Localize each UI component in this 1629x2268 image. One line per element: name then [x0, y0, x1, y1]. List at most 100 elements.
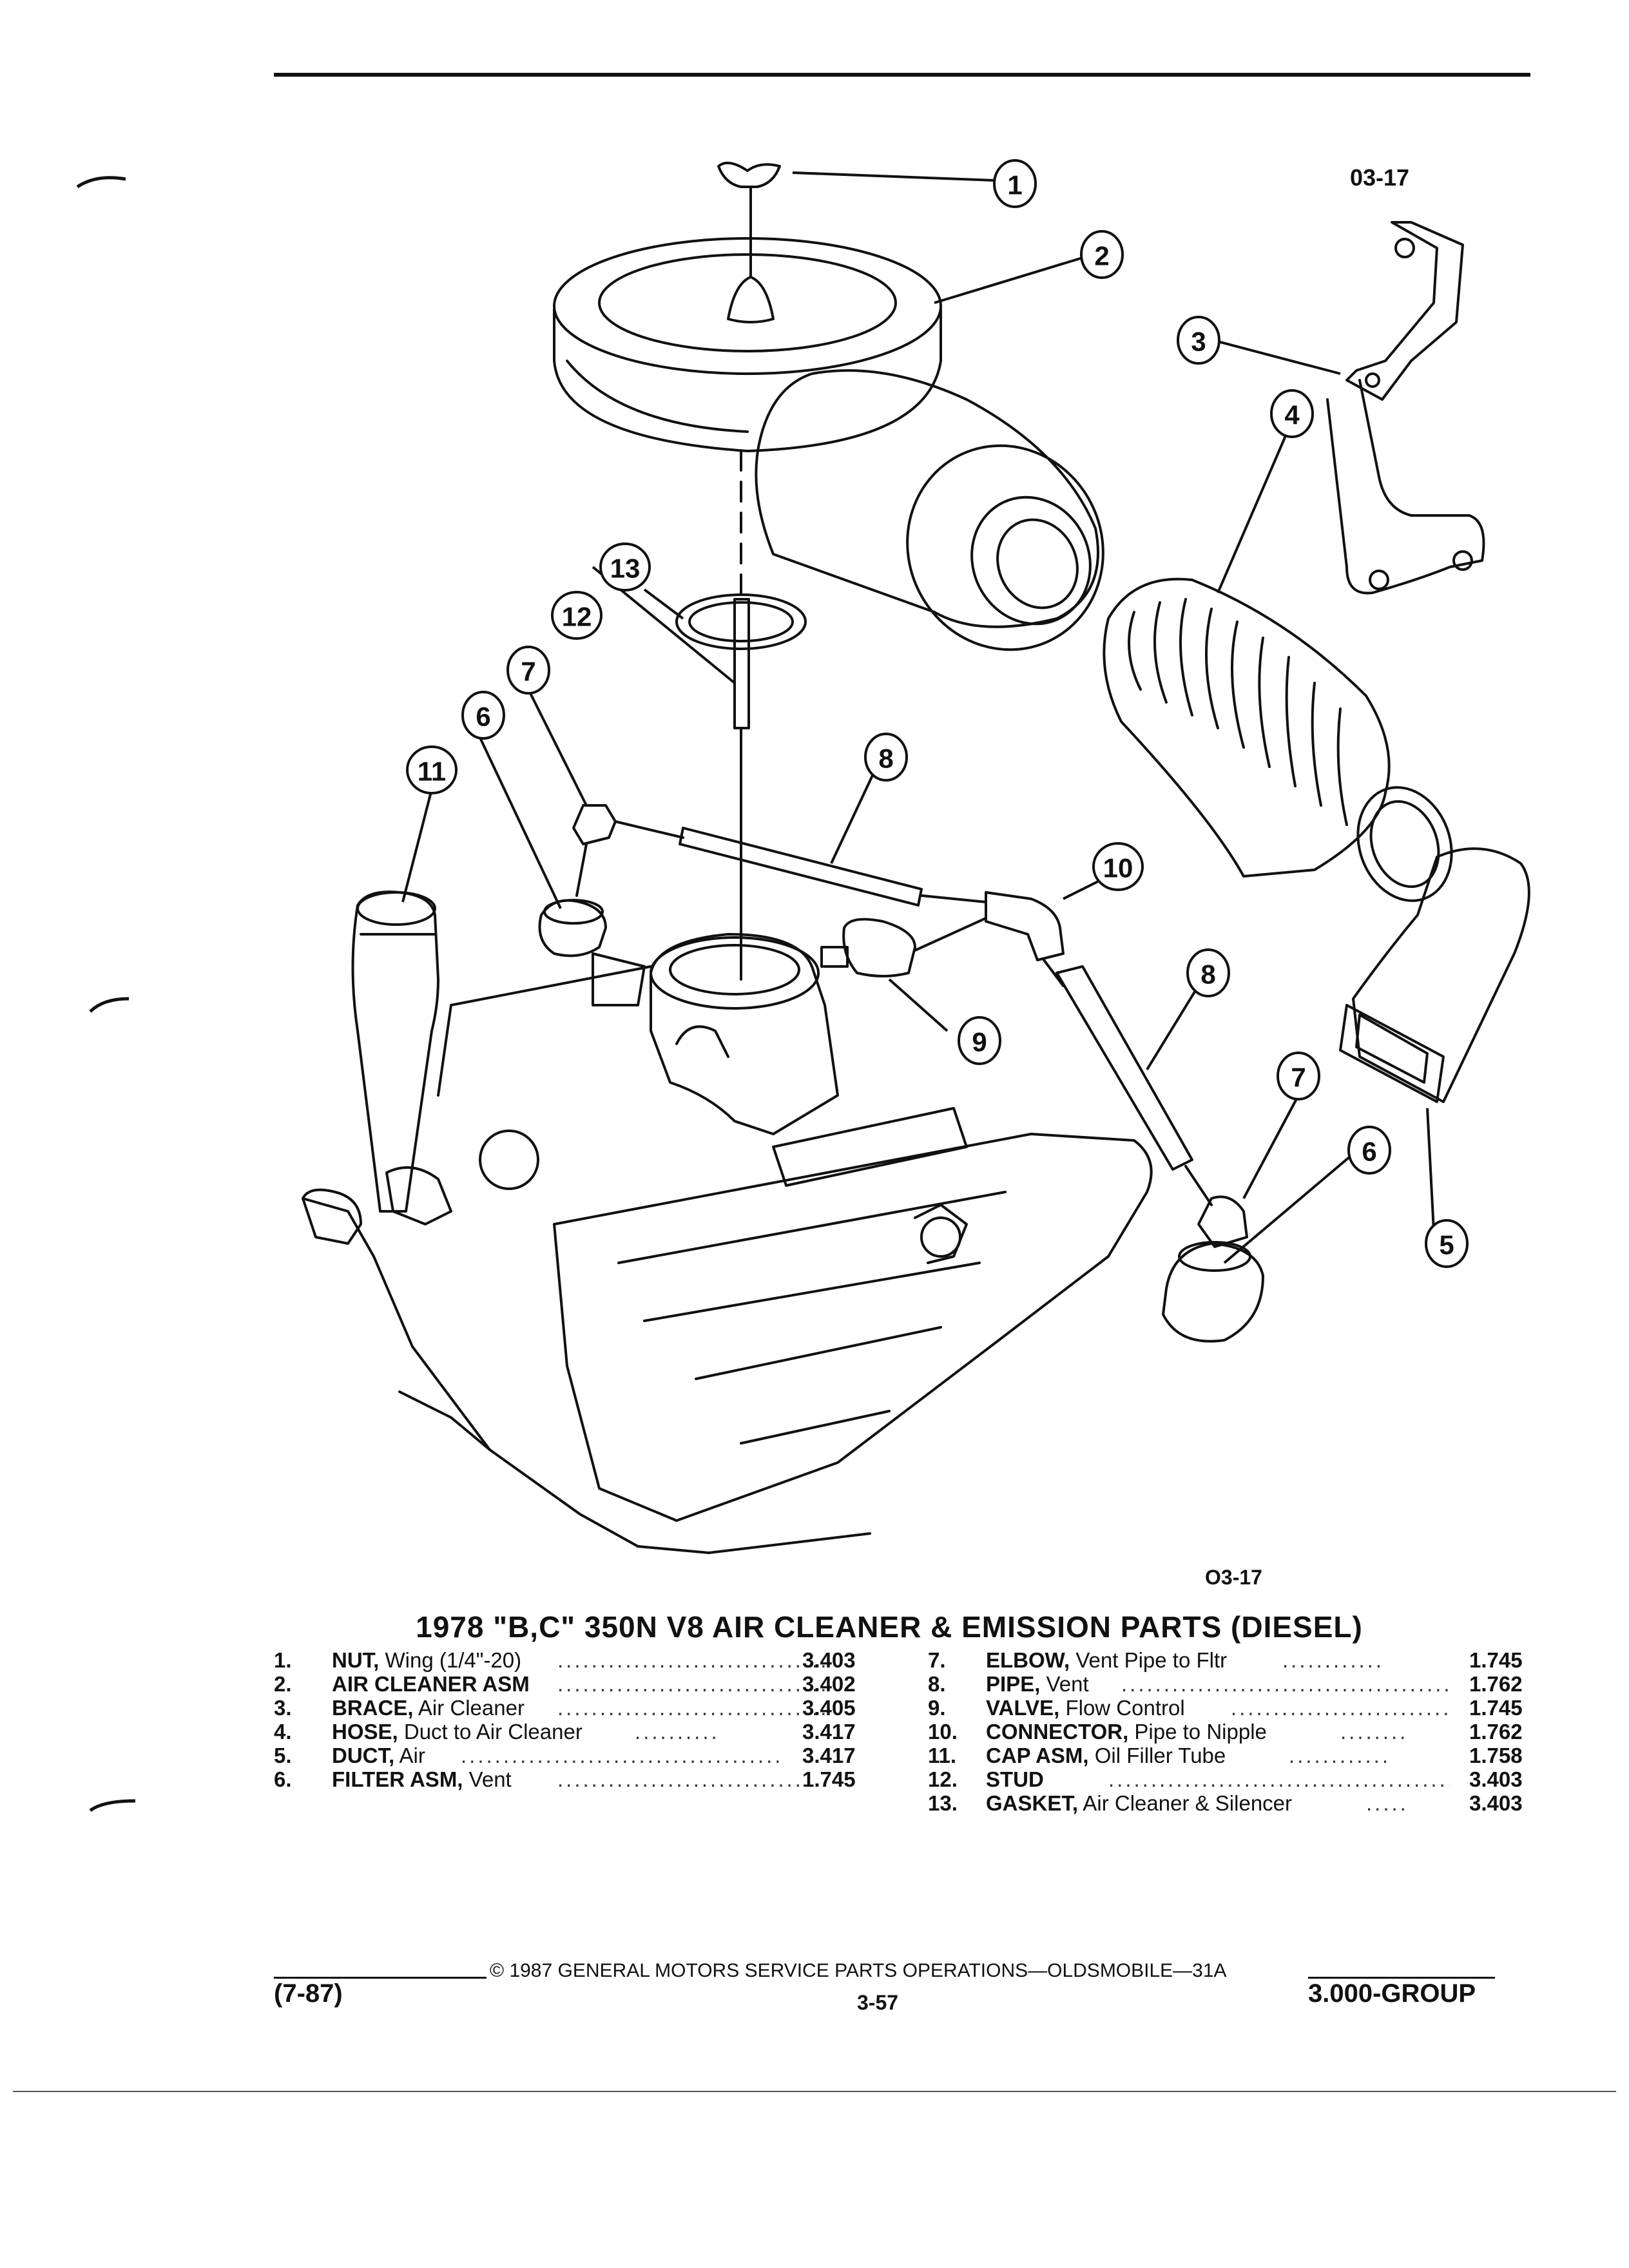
- vent-pipe-lower: [1055, 965, 1213, 1206]
- top-rule: [274, 73, 1530, 77]
- list-item: 1. NUT, Wing (1/4"-20) .................…: [274, 1648, 860, 1672]
- vent-pipe-upper: [679, 827, 987, 907]
- callout-8-upper: [864, 733, 908, 782]
- list-item: 2. AIR CLEANER ASM .....................…: [274, 1672, 860, 1696]
- group-number: 1.745: [1469, 1648, 1523, 1672]
- callout-label: 1: [1007, 170, 1022, 200]
- callout-label: 4: [1284, 400, 1300, 430]
- page-title: 1978 "B,C" 350N V8 AIR CLEANER & EMISSIO…: [416, 1610, 1363, 1644]
- connector-elbow: [985, 891, 1065, 987]
- group-number: 3.403: [1469, 1791, 1523, 1815]
- wing-nut: [717, 161, 781, 278]
- part-name: STUD: [986, 1767, 1044, 1791]
- part-number: 4.: [274, 1720, 292, 1744]
- callout-label: 2: [1094, 241, 1109, 271]
- group-number: 3.417: [802, 1720, 856, 1744]
- callout-label: 9: [972, 1027, 987, 1057]
- footer-rule-left: [274, 1977, 487, 1979]
- callout-label: 13: [610, 553, 641, 584]
- leader-dots: ........: [1340, 1720, 1409, 1744]
- callout-6-right: [1347, 1126, 1391, 1175]
- vent-filter-left: [538, 804, 684, 957]
- callout-label: 8: [878, 744, 893, 774]
- list-item: 9. VALVE, Flow Control .................…: [928, 1696, 1534, 1720]
- part-name: VALVE, Flow Control: [986, 1696, 1185, 1720]
- group-number: 3.402: [802, 1672, 856, 1696]
- leader-dots: ...........................: [1231, 1696, 1450, 1720]
- callout-7-left: [506, 646, 550, 695]
- bottom-scan-line: [13, 2091, 1616, 2092]
- callout-11: [406, 745, 458, 794]
- diagram-linework: [302, 161, 1530, 1554]
- hose-duct: [1103, 577, 1453, 902]
- callout-label: 12: [562, 602, 592, 632]
- list-item: 3. BRACE, Air Cleaner ..................…: [274, 1696, 860, 1720]
- leader-dots: ................................: [557, 1696, 828, 1720]
- part-number: 3.: [274, 1696, 292, 1720]
- leader-dots: ........................................: [461, 1744, 783, 1767]
- part-name: FILTER ASM, Vent: [332, 1767, 512, 1791]
- stud: [733, 450, 750, 981]
- air-duct: [1339, 847, 1530, 1103]
- vent-filter-right: [1162, 1195, 1264, 1343]
- callout-1: [993, 159, 1037, 208]
- group-number: 3.403: [1469, 1767, 1523, 1791]
- callout-label: 11: [418, 756, 446, 787]
- part-name: BRACE, Air Cleaner: [332, 1696, 525, 1720]
- callout-3: [1177, 316, 1220, 365]
- callout-5: [1425, 1219, 1469, 1268]
- leader-dots: ............: [1282, 1648, 1385, 1672]
- figure-code-bottom: O3-17: [1205, 1566, 1262, 1589]
- part-name: NUT, Wing (1/4"-20): [332, 1648, 522, 1672]
- air-cleaner-snorkel: [755, 369, 1104, 651]
- list-item: 7. ELBOW, Vent Pipe to Fltr ............…: [928, 1648, 1534, 1672]
- part-name: GASKET, Air Cleaner & Silencer: [986, 1791, 1293, 1815]
- callout-label: 3: [1191, 327, 1206, 357]
- callout-circles: [406, 159, 1469, 1268]
- leader-dots: ..........: [635, 1720, 720, 1744]
- footer-rule-right: [1308, 1977, 1495, 1979]
- leader-dots: ................................: [557, 1648, 828, 1672]
- callouts: [401, 171, 1435, 1264]
- list-item: 6. FILTER ASM, Vent ....................…: [274, 1767, 860, 1791]
- engine-block: [302, 933, 1153, 1554]
- part-number: 2.: [274, 1672, 292, 1696]
- part-number: 8.: [928, 1672, 946, 1696]
- part-number: 10.: [928, 1720, 958, 1744]
- callout-12: [551, 591, 602, 640]
- revision-date: (7-87): [274, 1979, 343, 2008]
- callout-label: 6: [476, 702, 490, 732]
- callout-13: [599, 543, 651, 591]
- list-item: 5. DUCT, Air ...........................…: [274, 1744, 860, 1767]
- group-label: 3.000-GROUP: [1308, 1979, 1476, 2008]
- part-number: 11.: [928, 1744, 957, 1767]
- callout-labels: 1 2 3 4 5 6 7 8 10 9 8 7 6 11 12 13: [418, 170, 1454, 1260]
- callout-7-right: [1277, 1052, 1320, 1100]
- brace: [1326, 221, 1485, 595]
- part-name: CONNECTOR, Pipe to Nipple: [986, 1720, 1267, 1744]
- part-name: PIPE, Vent: [986, 1672, 1089, 1696]
- part-name: AIR CLEANER ASM: [332, 1672, 530, 1696]
- part-name: CAP ASM, Oil Filler Tube: [986, 1744, 1226, 1767]
- part-number: 7.: [928, 1648, 946, 1672]
- air-cleaner-lid: [553, 237, 942, 452]
- callout-label: 10: [1103, 853, 1133, 883]
- binder-hole-marks: [76, 176, 136, 1812]
- leader-dots: ........................................…: [1121, 1672, 1450, 1696]
- group-number: 1.762: [1469, 1720, 1523, 1744]
- callout-9: [958, 1016, 1001, 1065]
- figure-code-top: 03-17: [1350, 164, 1410, 191]
- list-item: 8. PIPE, Vent ..........................…: [928, 1672, 1534, 1696]
- part-number: 9.: [928, 1696, 946, 1720]
- leader-dots: ................................: [557, 1672, 828, 1696]
- callout-label: 6: [1362, 1137, 1376, 1167]
- leader-dots: ............: [1289, 1744, 1391, 1767]
- group-number: 3.405: [802, 1696, 856, 1720]
- list-item: 12. STUD ...............................…: [928, 1767, 1534, 1791]
- callout-6-left: [461, 691, 505, 740]
- copyright-notice: © 1987 GENERAL MOTORS SERVICE PARTS OPER…: [490, 1960, 1227, 1981]
- list-item: 13. GASKET, Air Cleaner & Silencer .....…: [928, 1791, 1534, 1815]
- callout-10: [1092, 842, 1144, 891]
- list-item: 10. CONNECTOR, Pipe to Nipple ........ 1…: [928, 1720, 1534, 1744]
- callout-2: [1080, 230, 1124, 279]
